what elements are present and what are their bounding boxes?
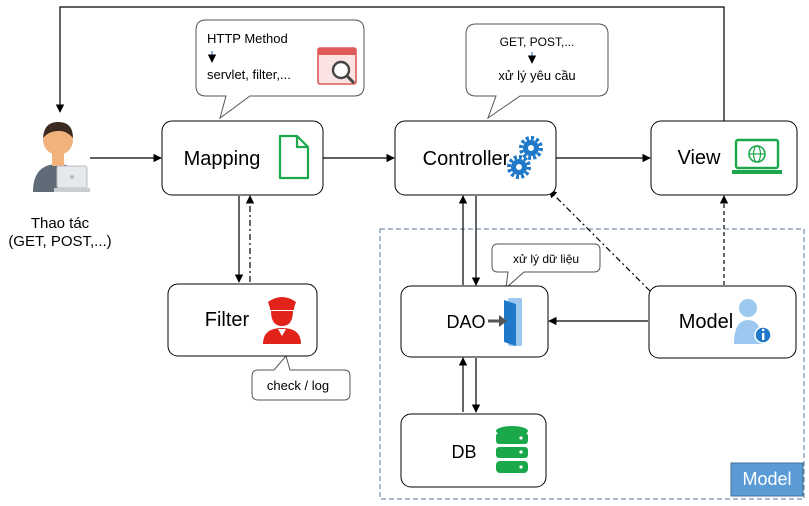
exit-door-icon xyxy=(488,298,522,346)
browser-search-icon xyxy=(317,47,357,85)
controller-callout-title: GET, POST,... xyxy=(500,35,575,49)
model-group-tag xyxy=(730,462,804,497)
db-label: DB xyxy=(451,442,476,462)
model-label: Model xyxy=(679,311,733,333)
mapping-label: Mapping xyxy=(184,148,261,170)
user-info-icon xyxy=(734,299,772,344)
mapping-callout xyxy=(195,19,365,120)
model-group-label: Model xyxy=(742,469,791,489)
mapping-callout-body: servlet, filter,... xyxy=(207,67,291,82)
gears-icon xyxy=(507,136,543,179)
mapping-callout-title: HTTP Method xyxy=(207,31,288,46)
controller-label: Controller xyxy=(423,148,510,170)
actor-label-line2: (GET, POST,...) xyxy=(8,233,111,250)
dao-note-callout xyxy=(491,243,601,290)
controller-node[interactable] xyxy=(394,120,557,196)
model-group xyxy=(379,228,805,500)
model-to-controller-arrow xyxy=(548,189,651,292)
filter-note-text: check / log xyxy=(267,378,329,393)
monitor-globe-icon xyxy=(732,138,782,174)
filter-note-callout xyxy=(251,354,351,401)
user-laptop-icon xyxy=(33,122,90,192)
dao-label: DAO xyxy=(446,312,485,332)
filter-label: Filter xyxy=(205,309,250,331)
dao-note-text: xử lý dữ liệu xyxy=(513,252,579,266)
actor-label-line1: Thao tác xyxy=(31,215,90,232)
view-label: View xyxy=(678,147,722,169)
database-icon xyxy=(496,426,528,473)
controller-callout-body: xử lý yêu cầu xyxy=(498,68,575,83)
document-icon xyxy=(278,134,310,180)
police-icon xyxy=(263,297,301,344)
view-to-actor-connector xyxy=(55,6,725,121)
controller-callout xyxy=(465,23,609,120)
